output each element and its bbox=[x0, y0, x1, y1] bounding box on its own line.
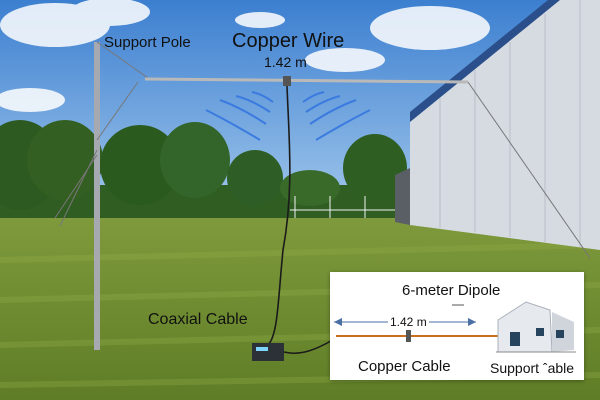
inset-title: 6-meter Dipole bbox=[402, 282, 501, 299]
radio-box bbox=[252, 343, 284, 361]
inset-insulator bbox=[406, 330, 411, 342]
building bbox=[395, 0, 600, 250]
support-pole bbox=[94, 42, 100, 350]
coaxial-cable-label: Coaxial Cable bbox=[148, 311, 248, 328]
wire-length-label: 1.42 m bbox=[264, 54, 307, 70]
center-insulator bbox=[283, 76, 291, 86]
copper-wire bbox=[144, 77, 469, 84]
copper-wire-label: Copper Wire bbox=[232, 30, 345, 52]
inset-building bbox=[496, 301, 576, 353]
clouds bbox=[0, 0, 490, 112]
inset-diagram bbox=[334, 301, 576, 353]
inset-arrow-right bbox=[468, 318, 476, 326]
inset-support-cable-label: Support ˆable bbox=[490, 360, 575, 376]
inset-length-label: 1.42 m bbox=[388, 315, 429, 329]
dipole-inset: 6-meter Dipole 1.42 m Copper Cable Suppo… bbox=[330, 272, 584, 380]
radiation-waves bbox=[205, 91, 371, 141]
guy-lines bbox=[54, 41, 591, 259]
inset-arrow-left bbox=[334, 318, 342, 326]
support-pole-label: Support Pole bbox=[104, 34, 191, 51]
inset-copper-cable-label: Copper Cable bbox=[358, 358, 451, 375]
fence bbox=[290, 196, 395, 218]
coax-feedline bbox=[267, 85, 291, 346]
